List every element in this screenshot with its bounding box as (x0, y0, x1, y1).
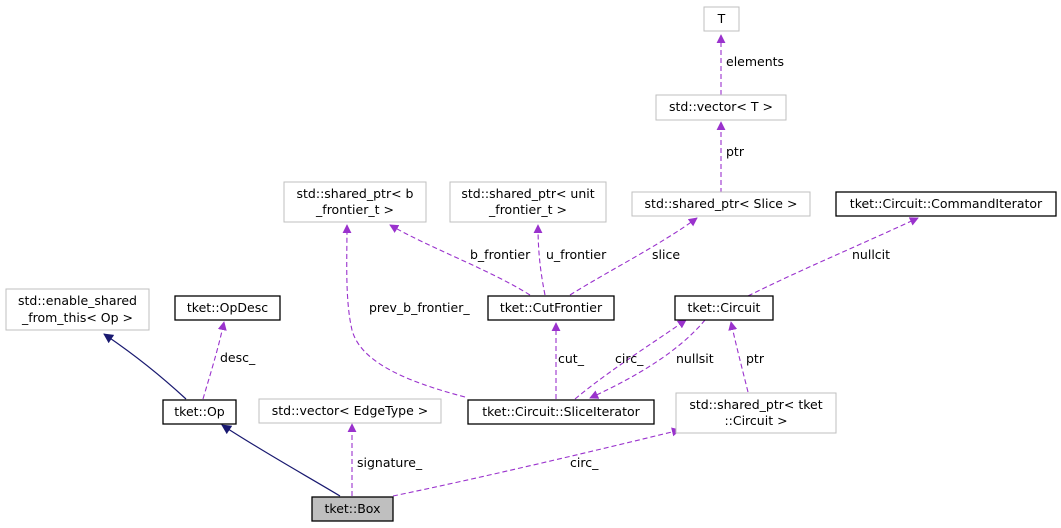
edge-prev-b-frontier (342, 224, 466, 398)
node-op-label: tket::Op (174, 404, 225, 419)
node-shared-ptr-circuit-label-2: ::Circuit > (724, 413, 787, 428)
edge-u-frontier (533, 224, 546, 296)
node-shared-ptr-unit-frontier[interactable]: std::shared_ptr< unit _frontier_t > (449, 181, 607, 223)
node-shared-ptr-slice[interactable]: std::shared_ptr< Slice > (631, 191, 811, 217)
node-shared-ptr-slice-label: std::shared_ptr< Slice > (645, 196, 798, 211)
edge-label-circ-slice: circ_ (615, 351, 644, 366)
node-enable-shared[interactable]: std::enable_shared _from_this< Op > (5, 288, 150, 331)
node-cut-frontier[interactable]: tket::CutFrontier (487, 295, 615, 321)
node-std-vector-t-label: std::vector< T > (669, 99, 773, 114)
edge-nullsit (589, 319, 706, 399)
edges: elements ptr b_frontier u_frontier slice… (103, 34, 919, 497)
node-std-vector-t[interactable]: std::vector< T > (655, 94, 787, 121)
edge-label-slice: slice (652, 247, 680, 262)
edge-circ-box (392, 427, 681, 497)
node-op-desc[interactable]: tket::OpDesc (174, 295, 281, 321)
edge-circ-slice (574, 319, 687, 400)
node-shared-ptr-b-frontier-label-2: _frontier_t > (315, 202, 394, 217)
node-slice-iterator-label: tket::Circuit::SliceIterator (482, 404, 640, 419)
edge-label-nullsit: nullsit (676, 351, 714, 366)
node-shared-ptr-unit-frontier-label-1: std::shared_ptr< unit (461, 186, 594, 201)
node-enable-shared-label-2: _from_this< Op > (21, 310, 133, 325)
edge-desc (202, 321, 227, 400)
edge-ptr-circuit (728, 321, 749, 393)
node-command-iterator-label: tket::Circuit::CommandIterator (850, 196, 1043, 211)
node-slice-iterator[interactable]: tket::Circuit::SliceIterator (467, 399, 655, 425)
edge-label-u-frontier: u_frontier (546, 247, 607, 262)
edge-label-nullcit: nullcit (852, 247, 890, 262)
node-shared-ptr-b-frontier-label-1: std::shared_ptr< b (297, 186, 414, 201)
node-command-iterator[interactable]: tket::Circuit::CommandIterator (835, 191, 1057, 217)
node-vector-edge-type[interactable]: std::vector< EdgeType > (258, 398, 442, 424)
node-op-desc-label: tket::OpDesc (187, 300, 268, 315)
node-shared-ptr-unit-frontier-label-2: _frontier_t > (488, 202, 567, 217)
edge-label-signature: signature_ (357, 455, 423, 470)
edge-b-frontier (389, 224, 531, 296)
edge-inherit-enable-shared (103, 333, 187, 400)
node-enable-shared-label-1: std::enable_shared (18, 293, 137, 308)
edge-label-prev-b-frontier: prev_b_frontier_ (369, 300, 470, 315)
edge-inherit-op (221, 424, 341, 497)
edge-slice (569, 217, 698, 296)
node-box[interactable]: tket::Box (311, 496, 394, 522)
node-shared-ptr-circuit-label-1: std::shared_ptr< tket (689, 397, 822, 412)
node-cut-frontier-label: tket::CutFrontier (500, 300, 603, 315)
node-t[interactable]: T (703, 6, 740, 32)
edge-label-ptr-circuit: ptr (746, 351, 765, 366)
edge-nullcit (747, 217, 919, 297)
edge-label-ptr-vector: ptr (726, 144, 745, 159)
node-shared-ptr-b-frontier[interactable]: std::shared_ptr< b _frontier_t > (283, 181, 427, 223)
edge-label-desc: desc_ (220, 350, 256, 365)
nodes: T std::vector< T > std::shared_ptr< Slic… (5, 6, 1057, 522)
node-circuit[interactable]: tket::Circuit (674, 295, 774, 321)
node-t-label: T (717, 11, 726, 26)
edge-label-circ-box: circ_ (570, 455, 599, 470)
node-box-label: tket::Box (325, 501, 381, 516)
node-shared-ptr-circuit[interactable]: std::shared_ptr< tket ::Circuit > (675, 392, 837, 434)
edge-label-cut: cut_ (558, 351, 585, 366)
node-op[interactable]: tket::Op (162, 399, 237, 425)
node-circuit-label: tket::Circuit (688, 300, 761, 315)
node-vector-edge-type-label: std::vector< EdgeType > (272, 403, 428, 418)
edge-label-elements: elements (726, 54, 784, 69)
edge-label-b-frontier: b_frontier (470, 247, 531, 262)
